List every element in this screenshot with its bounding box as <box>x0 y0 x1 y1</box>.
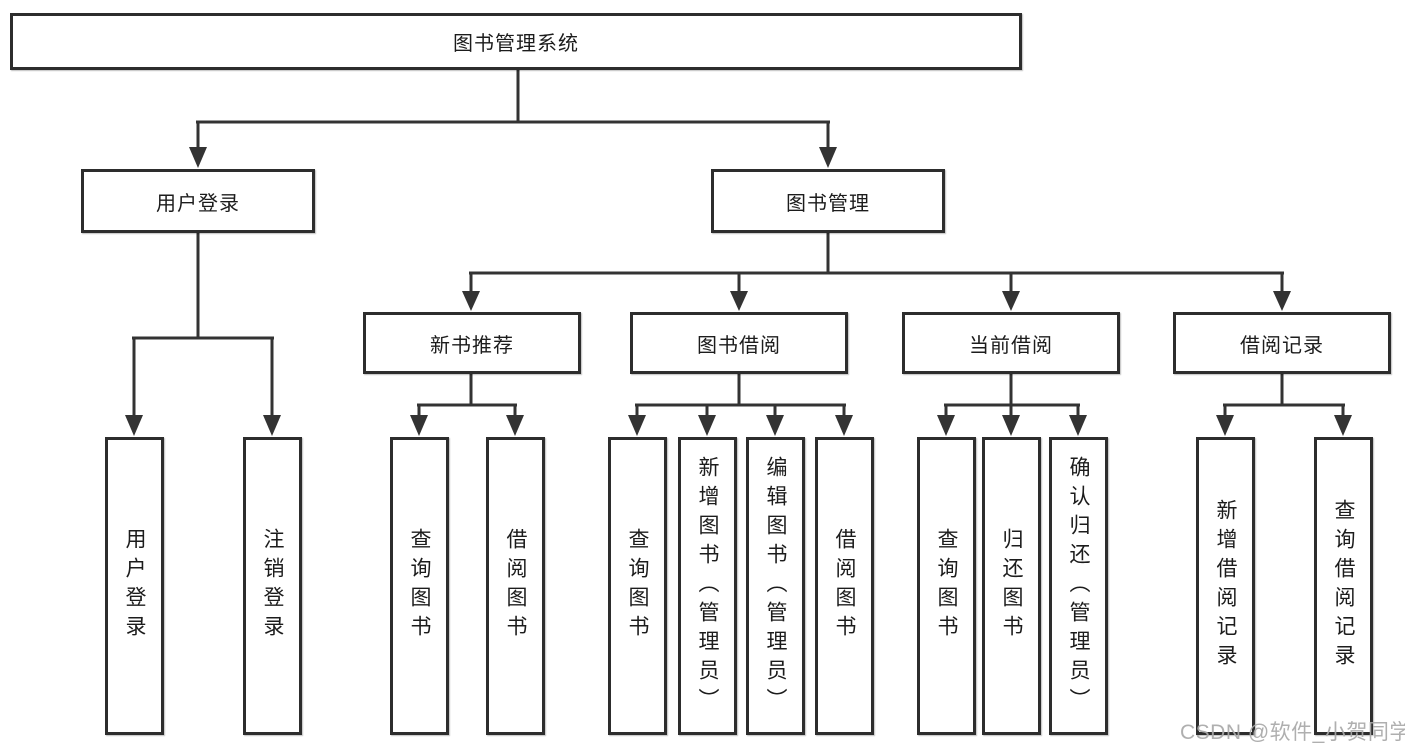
leaf-edit-books-admin-label: 编辑图书（管理员） <box>764 455 787 717</box>
leaf-add-books-admin-label: 新增图书（管理员） <box>696 455 719 717</box>
leaf-query-books-2-label: 查询图书 <box>626 528 649 644</box>
node-book-borrow-label: 图书借阅 <box>697 334 781 357</box>
leaf-add-borrow-record: 新增借阅记录 <box>1196 437 1255 735</box>
leaf-confirm-return-admin-label: 确认归还（管理员） <box>1067 455 1090 717</box>
leaf-query-books-1-label: 查询图书 <box>408 528 431 644</box>
node-book-management-label: 图书管理 <box>786 192 870 215</box>
node-borrow-records-label: 借阅记录 <box>1240 334 1324 357</box>
node-new-book-recommend: 新书推荐 <box>363 312 581 374</box>
leaf-query-books-3-label: 查询图书 <box>935 528 958 644</box>
leaf-logout: 注销登录 <box>243 437 302 735</box>
leaf-query-borrow-record: 查询借阅记录 <box>1314 437 1373 735</box>
leaf-user-login: 用户登录 <box>105 437 164 735</box>
node-new-book-recommend-label: 新书推荐 <box>430 334 514 357</box>
node-user-login: 用户登录 <box>81 169 315 233</box>
leaf-logout-label: 注销登录 <box>261 528 284 644</box>
leaf-borrow-books-1-label: 借阅图书 <box>504 528 527 644</box>
leaf-query-books-2: 查询图书 <box>608 437 667 735</box>
leaf-user-login-label: 用户登录 <box>123 528 146 644</box>
leaf-add-borrow-record-label: 新增借阅记录 <box>1214 499 1237 673</box>
node-borrow-records: 借阅记录 <box>1173 312 1391 374</box>
node-book-borrow: 图书借阅 <box>630 312 848 374</box>
csdn-watermark: CSDN @软件_小贺同学 <box>1180 721 1405 744</box>
leaf-add-books-admin: 新增图书（管理员） <box>678 437 737 735</box>
leaf-return-books: 归还图书 <box>982 437 1041 735</box>
leaf-query-books-3: 查询图书 <box>917 437 976 735</box>
node-library-system-label: 图书管理系统 <box>453 33 579 55</box>
leaf-return-books-label: 归还图书 <box>1000 528 1023 644</box>
node-current-borrow: 当前借阅 <box>902 312 1120 374</box>
leaf-confirm-return-admin: 确认归还（管理员） <box>1049 437 1108 735</box>
node-user-login-label: 用户登录 <box>156 192 240 215</box>
leaf-edit-books-admin: 编辑图书（管理员） <box>746 437 805 735</box>
leaf-query-borrow-record-label: 查询借阅记录 <box>1332 499 1355 673</box>
node-book-management: 图书管理 <box>711 169 945 233</box>
leaf-borrow-books-2: 借阅图书 <box>815 437 874 735</box>
leaf-borrow-books-2-label: 借阅图书 <box>833 528 856 644</box>
node-current-borrow-label: 当前借阅 <box>969 334 1053 357</box>
node-library-system: 图书管理系统 <box>10 13 1022 70</box>
leaf-borrow-books-1: 借阅图书 <box>486 437 545 735</box>
leaf-query-books-1: 查询图书 <box>390 437 449 735</box>
